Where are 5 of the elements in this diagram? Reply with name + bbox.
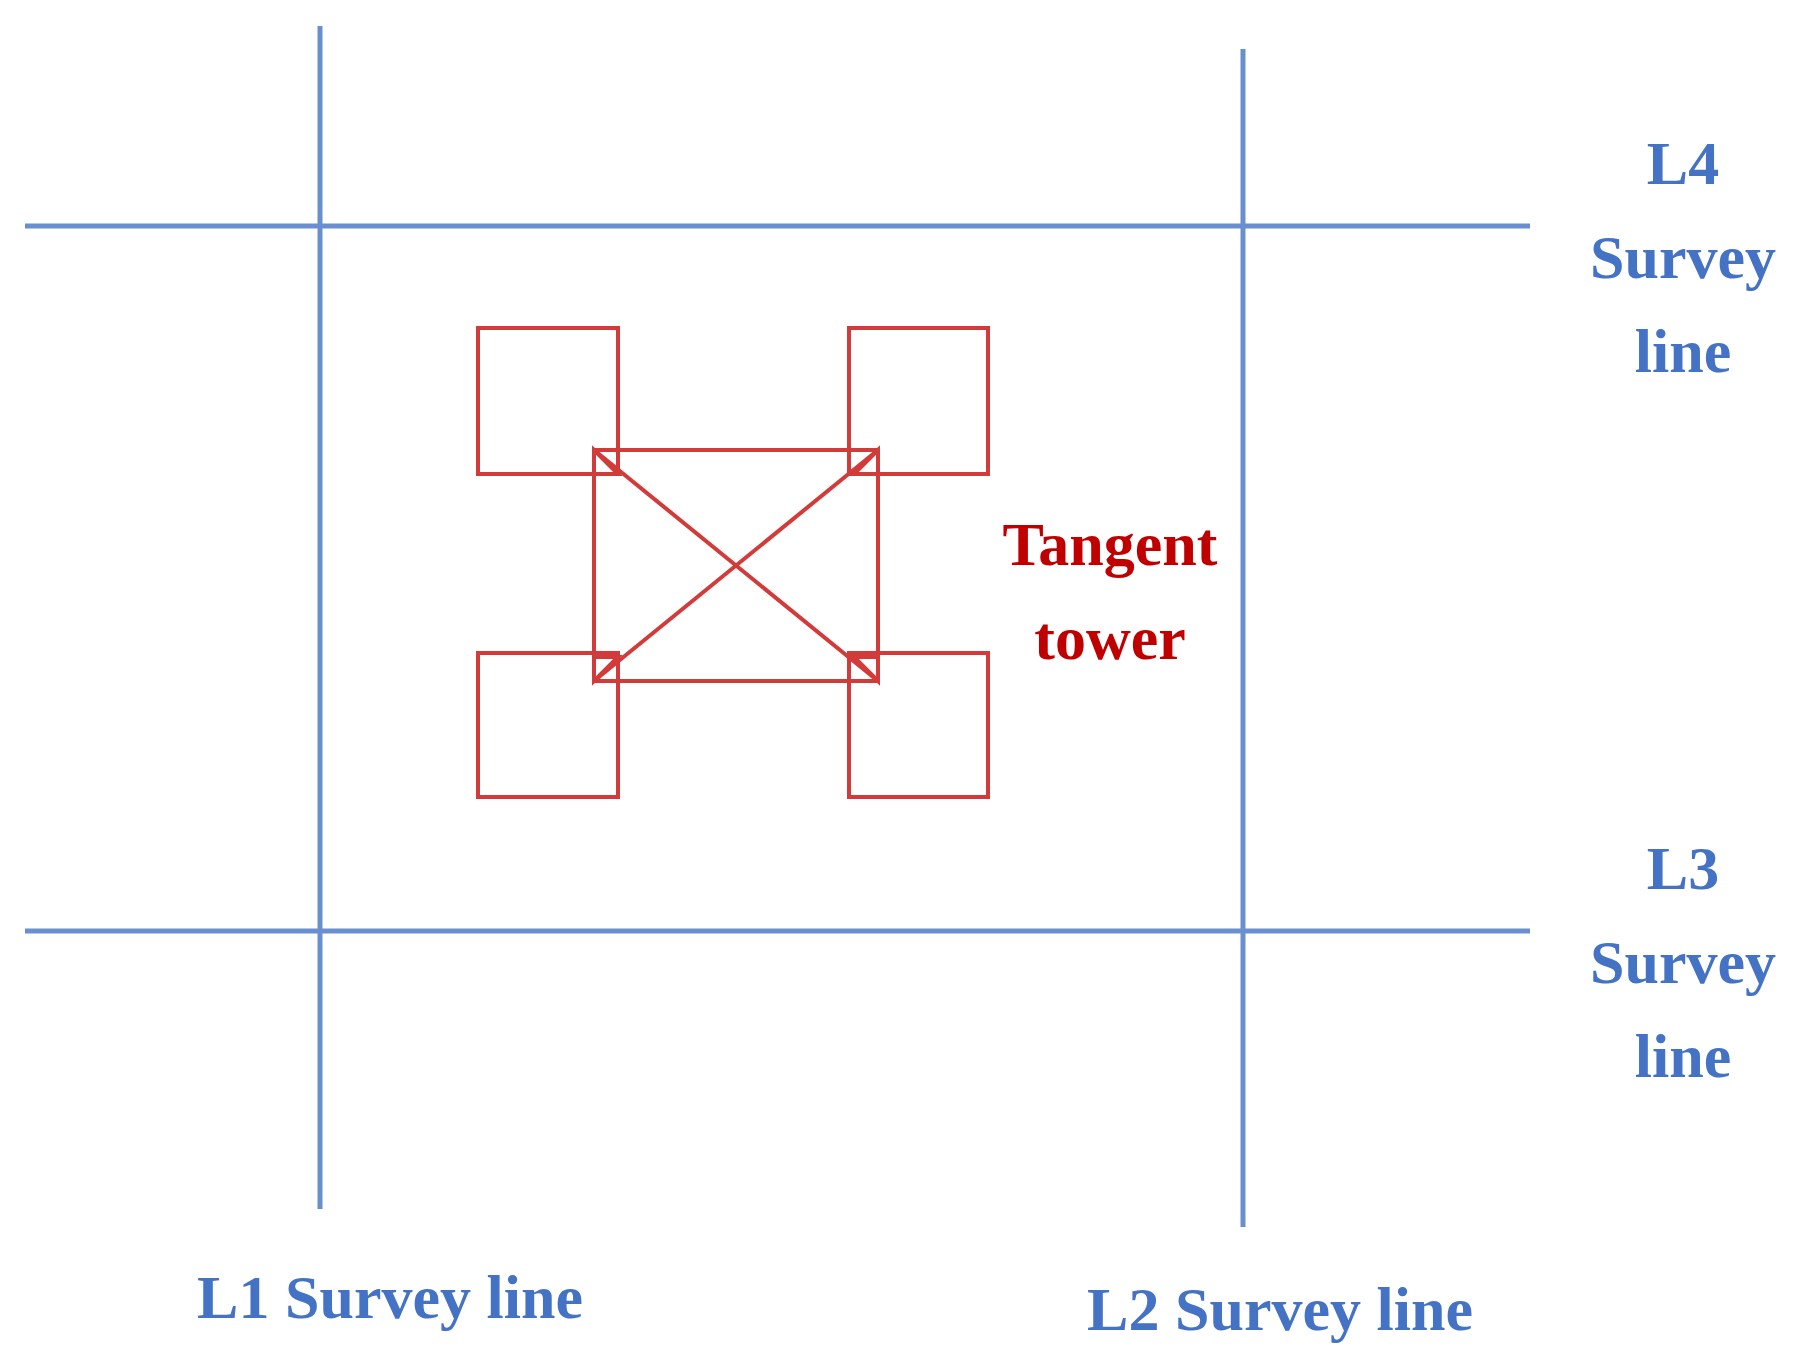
tower-label: Tangent tower (1001, 509, 1219, 674)
survey-line-label: L3 Survey line (1589, 833, 1777, 1092)
survey-line-label: L4 Survey line (1589, 128, 1777, 387)
survey-line-label: L2 Survey line (1086, 1274, 1474, 1345)
survey-line-label: L1 Survey line (196, 1262, 584, 1333)
